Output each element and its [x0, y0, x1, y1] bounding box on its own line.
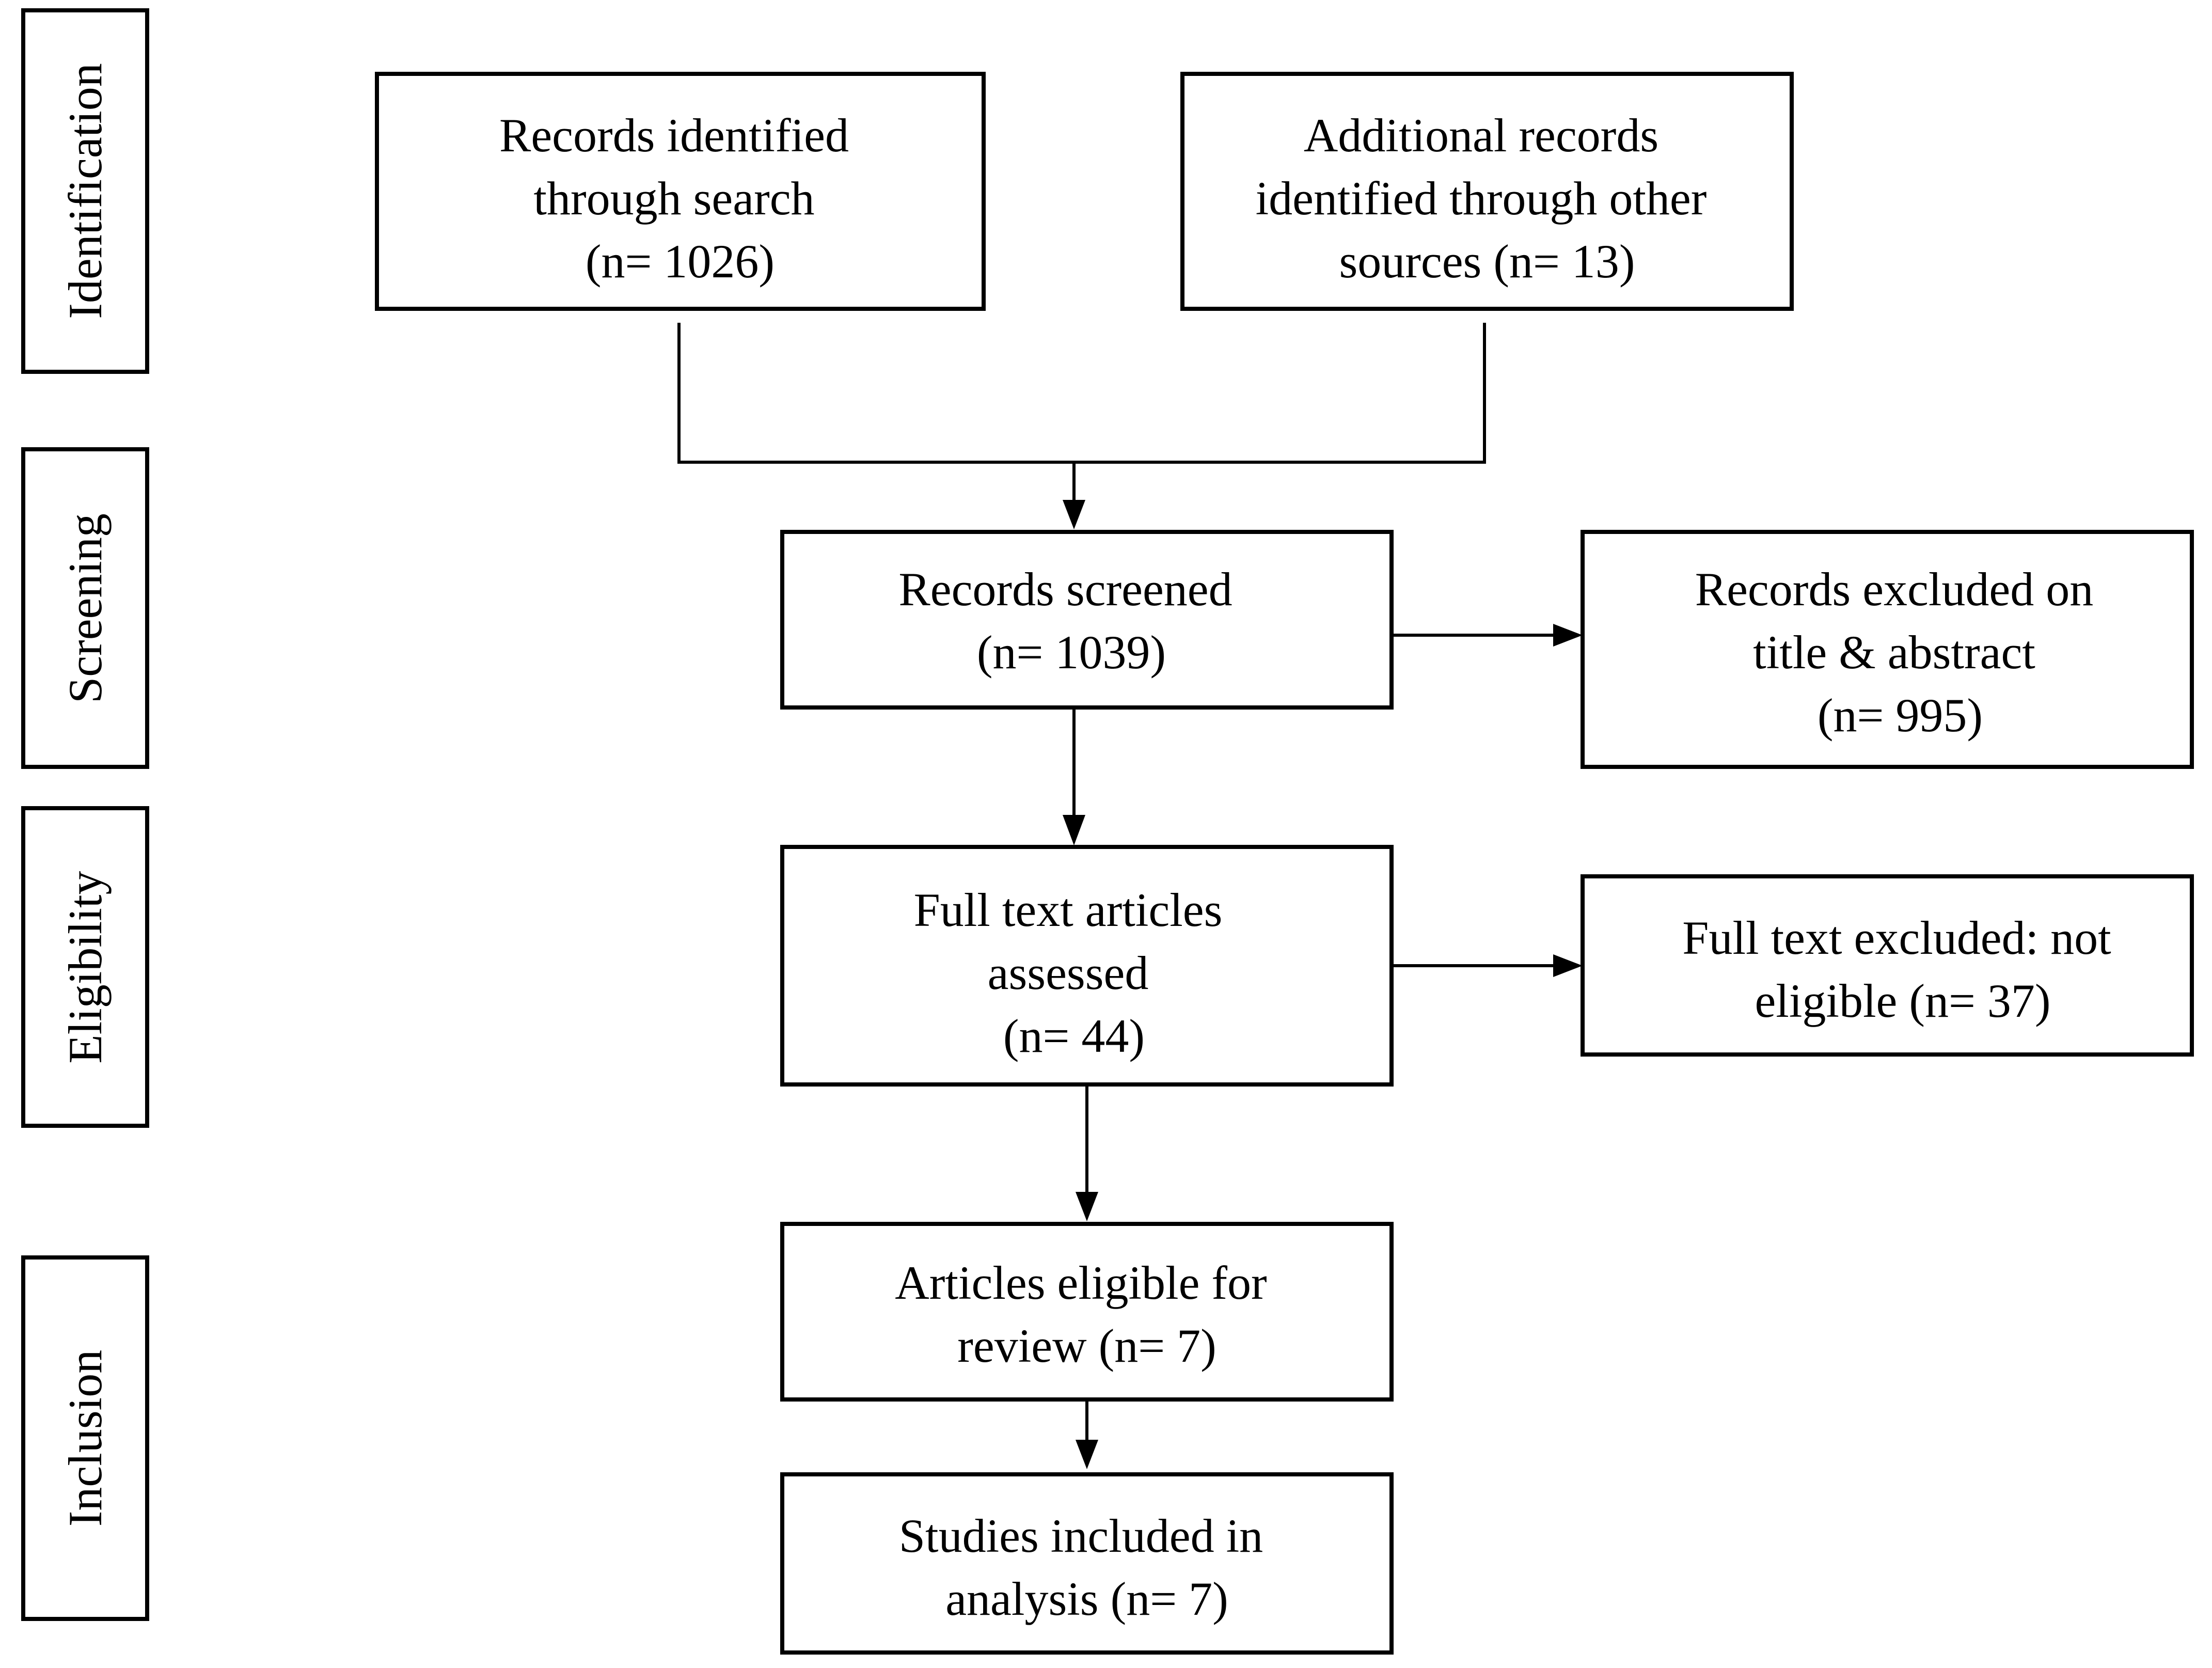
arrowhead-fulltext-excluded — [1553, 954, 1583, 977]
arrowhead-eligible — [1076, 1192, 1098, 1221]
box-records-identified-text: Records identified through search (n= 10… — [499, 109, 861, 288]
stage-screening: Screening — [21, 447, 149, 769]
box-articles-eligible-text: Articles eligible for review (n= 7) — [895, 1256, 1278, 1372]
box-records-excluded: Records excluded on title & abstract (n=… — [1581, 530, 2194, 769]
box-fulltext-assessed: Full text articles assessed (n= 44) — [780, 845, 1394, 1087]
box-records-screened: Records screened (n= 1039) — [780, 530, 1394, 710]
box-records-screened-text: Records screened (n= 1039) — [898, 563, 1244, 679]
stage-label-inclusion: Inclusion — [59, 1350, 112, 1527]
box-additional-records: Additional records identified through ot… — [1180, 72, 1794, 311]
stage-identification: Identification — [21, 8, 149, 374]
arrowhead-fulltext — [1063, 815, 1085, 845]
box-records-excluded-text: Records excluded on title & abstract (n=… — [1695, 563, 2106, 742]
stage-eligibility: Eligibility — [21, 806, 149, 1128]
box-articles-eligible: Articles eligible for review (n= 7) — [780, 1222, 1394, 1402]
connector-search-to-merge — [677, 323, 1486, 464]
arrowhead-included — [1076, 1440, 1098, 1469]
box-studies-included-text: Studies included in analysis (n= 7) — [899, 1509, 1275, 1625]
box-records-identified: Records identified through search (n= 10… — [375, 72, 986, 311]
connectors — [677, 323, 1583, 1469]
stage-label-identification: Identification — [59, 63, 112, 319]
stage-label-eligibility: Eligibility — [59, 871, 112, 1063]
box-additional-records-text: Additional records identified through ot… — [1256, 109, 1719, 288]
box-fulltext-assessed-text: Full text articles assessed (n= 44) — [914, 884, 1235, 1062]
box-fulltext-excluded: Full text excluded: not eligible (n= 37) — [1581, 874, 2194, 1057]
stage-label-screening: Screening — [59, 513, 112, 703]
box-studies-included: Studies included in analysis (n= 7) — [780, 1472, 1394, 1655]
box-fulltext-excluded-text: Full text excluded: not eligible (n= 37) — [1682, 911, 2123, 1027]
arrowhead-excluded — [1553, 624, 1583, 647]
arrowhead-screened — [1063, 500, 1085, 529]
stage-inclusion: Inclusion — [21, 1255, 149, 1621]
